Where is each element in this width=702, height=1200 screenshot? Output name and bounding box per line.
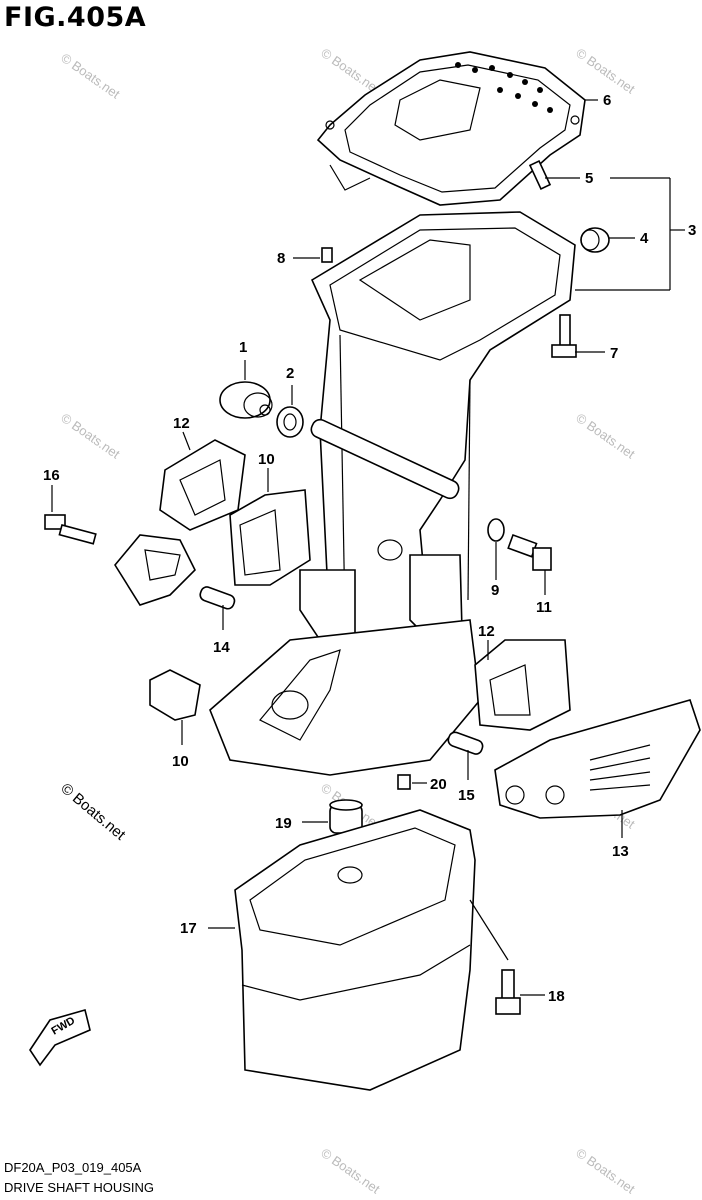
callout-8: 8 <box>277 250 285 267</box>
callout-17: 17 <box>180 920 197 937</box>
callout-6: 6 <box>603 92 611 109</box>
callout-16: 16 <box>43 467 60 484</box>
watermark: © Boats.net <box>573 45 638 97</box>
callout-19: 19 <box>275 815 292 832</box>
bracket-part-14 <box>494 699 701 819</box>
washer-part-2 <box>276 406 304 438</box>
lower-cover-part-17 <box>234 809 476 1091</box>
mount-part-12-upper <box>229 489 311 586</box>
callout-10: 11 <box>536 599 552 616</box>
mount-part-1 <box>219 381 273 419</box>
pin-part-20 <box>397 774 411 790</box>
watermark: © Boats.net <box>318 1145 383 1197</box>
callout-9: 9 <box>491 582 499 599</box>
bolt-part-7 <box>551 314 577 358</box>
callout-1: 1 <box>239 339 247 356</box>
callout-5: 5 <box>585 170 593 187</box>
fwd-arrow-icon: FWD <box>29 1009 91 1067</box>
callout-18: 18 <box>548 988 565 1005</box>
pin-part-15-right <box>447 731 484 755</box>
pin-part-15-left <box>199 586 236 610</box>
callout-15b: 15 <box>458 787 475 804</box>
pad-part-11 <box>149 669 201 721</box>
gasket-part-6 <box>316 51 586 206</box>
callout-12: 10 <box>258 451 275 468</box>
plug-part-4 <box>580 227 610 253</box>
watermark-main: © Boats.net <box>57 780 129 844</box>
bracket-part-13 <box>159 439 246 531</box>
diagram-name: DRIVE SHAFT HOUSING <box>4 1180 155 1195</box>
callout-14: 13 <box>612 843 629 860</box>
callout-20: 20 <box>430 776 447 793</box>
watermark: © Boats.net <box>573 410 638 462</box>
pin-part-5 <box>528 160 552 190</box>
figure-title: FIG.405A <box>4 2 147 33</box>
callout-11: 10 <box>172 753 189 770</box>
callout-3: 3 <box>688 222 696 239</box>
clamp-part-16-assembly <box>114 534 196 606</box>
callout-15: 14 <box>213 639 230 656</box>
bolt-part-18 <box>495 969 521 1015</box>
callouts: 6 5 3 4 8 7 1 2 12 10 16 14 9 11 12 10 1… <box>43 92 696 1005</box>
callout-7: 7 <box>610 345 618 362</box>
washer-part-9 <box>487 518 505 542</box>
callout-12b: 12 <box>478 623 495 640</box>
callout-2: 2 <box>286 365 294 382</box>
mount-part-12-lower <box>474 639 571 731</box>
screw-part-10 <box>507 533 552 571</box>
drive-shaft-housing-part-3 <box>209 211 576 776</box>
diagram-code: DF20A_P03_019_405A <box>4 1160 142 1175</box>
callout-13: 12 <box>173 415 190 432</box>
callout-4: 4 <box>640 230 649 247</box>
watermark: © Boats.net <box>58 410 123 462</box>
watermark: © Boats.net <box>573 1145 638 1197</box>
pin-part-8 <box>321 247 333 263</box>
leader-lines <box>51 99 685 996</box>
watermark: © Boats.net <box>58 50 123 102</box>
bolt-part-16 <box>44 514 97 545</box>
